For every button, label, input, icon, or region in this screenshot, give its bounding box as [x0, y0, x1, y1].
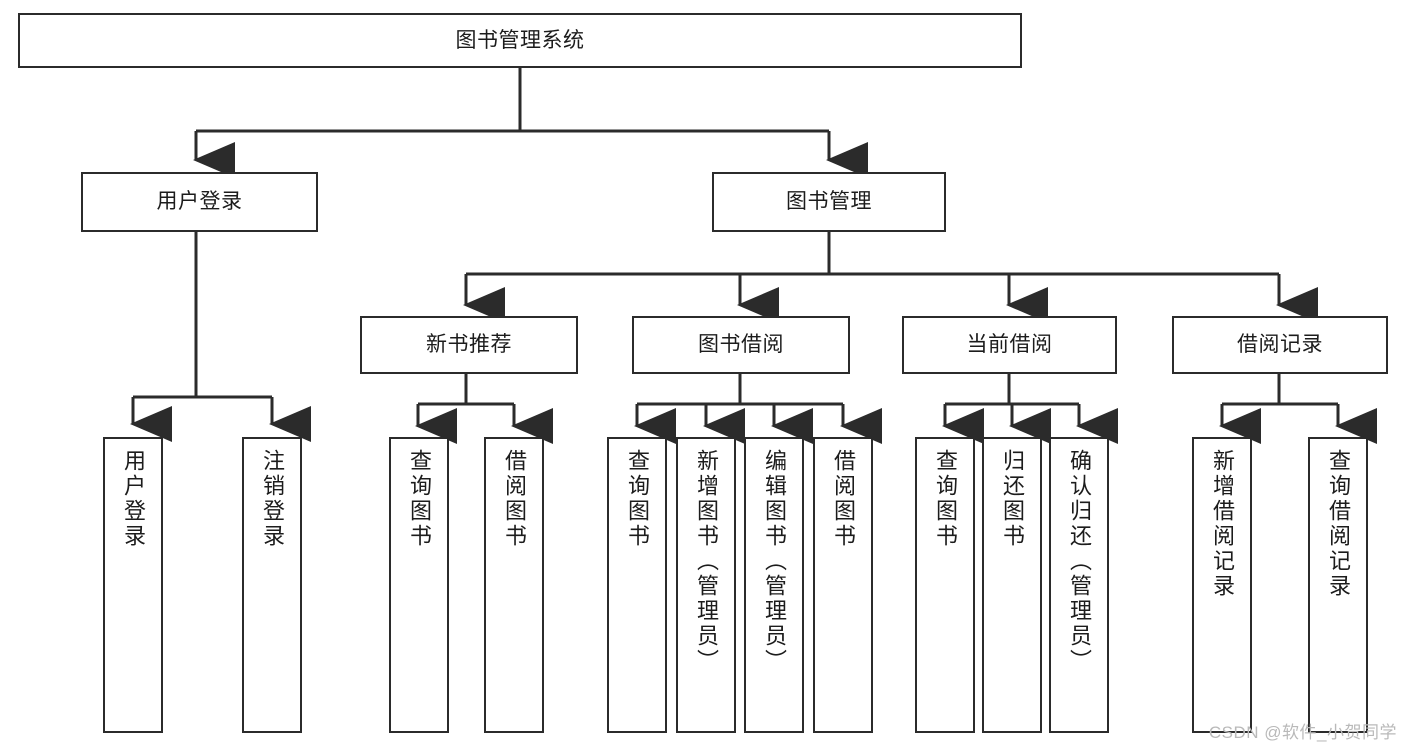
watermark-text: CSDN @软件_小贺同学 [1208, 723, 1397, 742]
node-leaf-add-book[interactable]: 新增图书（管理员） [676, 437, 736, 733]
node-leaf-query-book-2[interactable]: 查询图书 [607, 437, 667, 733]
node-leaf-borrow-book-2-label: 借阅图书 [831, 449, 856, 549]
node-borrow-record-label: 借阅记录 [1237, 333, 1323, 357]
node-book-borrow[interactable]: 图书借阅 [632, 316, 850, 374]
node-new-book-recommend[interactable]: 新书推荐 [360, 316, 578, 374]
node-leaf-return-book[interactable]: 归还图书 [982, 437, 1042, 733]
node-leaf-query-book-2-label: 查询图书 [625, 449, 650, 549]
node-leaf-query-book-1-label: 查询图书 [407, 449, 432, 549]
node-leaf-add-record[interactable]: 新增借阅记录 [1192, 437, 1252, 733]
node-root[interactable]: 图书管理系统 [18, 13, 1022, 68]
node-leaf-edit-book-label: 编辑图书（管理员） [762, 449, 787, 674]
node-user-login-label: 用户登录 [156, 190, 243, 214]
node-leaf-borrow-book-2[interactable]: 借阅图书 [813, 437, 873, 733]
node-leaf-logout-login[interactable]: 注销登录 [242, 437, 302, 733]
node-current-borrow-label: 当前借阅 [966, 333, 1053, 357]
node-leaf-query-book-1[interactable]: 查询图书 [389, 437, 449, 733]
node-leaf-edit-book[interactable]: 编辑图书（管理员） [744, 437, 804, 733]
node-leaf-user-login-label: 用户登录 [121, 449, 146, 549]
node-leaf-user-login[interactable]: 用户登录 [103, 437, 163, 733]
node-leaf-confirm-return-label: 确认归还（管理员） [1067, 449, 1092, 674]
node-leaf-query-book-3[interactable]: 查询图书 [915, 437, 975, 733]
node-leaf-logout-login-label: 注销登录 [260, 449, 285, 549]
node-borrow-record[interactable]: 借阅记录 [1172, 316, 1388, 374]
node-user-login[interactable]: 用户登录 [81, 172, 318, 232]
node-leaf-borrow-book-1[interactable]: 借阅图书 [484, 437, 544, 733]
node-leaf-query-book-3-label: 查询图书 [933, 449, 958, 549]
node-book-management[interactable]: 图书管理 [712, 172, 946, 232]
node-leaf-add-record-label: 新增借阅记录 [1210, 449, 1235, 599]
node-new-book-recommend-label: 新书推荐 [426, 333, 512, 357]
node-root-label: 图书管理系统 [455, 28, 585, 52]
node-leaf-borrow-book-1-label: 借阅图书 [502, 449, 527, 549]
node-book-borrow-label: 图书借阅 [698, 333, 784, 357]
node-leaf-add-book-label: 新增图书（管理员） [694, 449, 719, 674]
node-leaf-confirm-return[interactable]: 确认归还（管理员） [1049, 437, 1109, 733]
node-leaf-query-record-label: 查询借阅记录 [1326, 449, 1351, 599]
node-book-management-label: 图书管理 [786, 190, 872, 214]
node-leaf-query-record[interactable]: 查询借阅记录 [1308, 437, 1368, 733]
node-leaf-return-book-label: 归还图书 [1000, 449, 1025, 549]
node-current-borrow[interactable]: 当前借阅 [902, 316, 1117, 374]
